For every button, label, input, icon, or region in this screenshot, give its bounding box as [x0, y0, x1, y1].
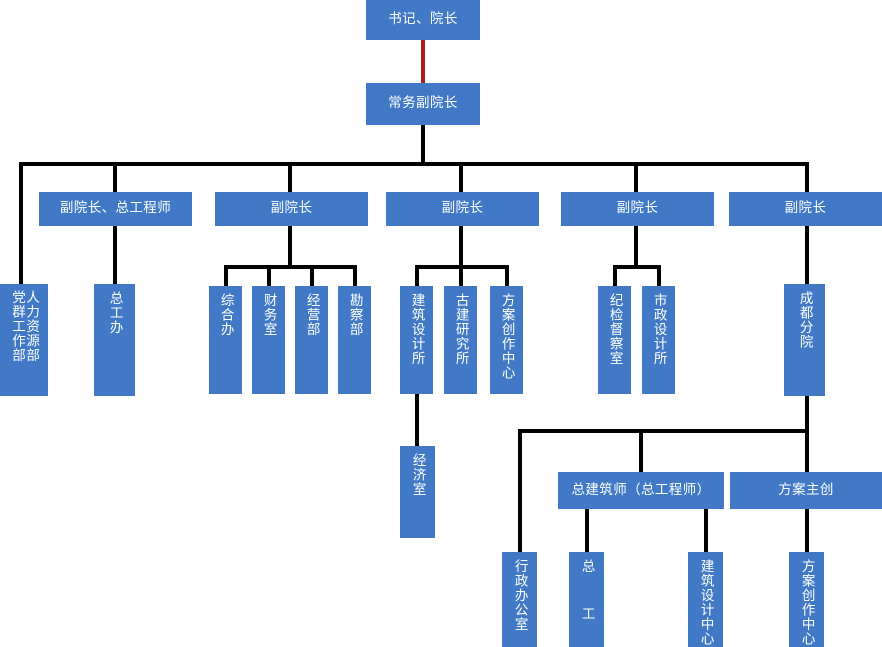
node-architecture-design-center[interactable]: 建筑设计中心 — [688, 552, 723, 647]
node-label: 副院长 — [784, 200, 827, 217]
node-discipline-inspection-office[interactable]: 纪检督察室 — [598, 286, 631, 394]
node-label: 财务室 — [260, 293, 277, 337]
node-label: 行政办公室 — [511, 559, 528, 632]
node-label: 方案创作中心 — [798, 559, 815, 646]
node-economy-office[interactable]: 经济室 — [400, 446, 435, 538]
connector-bus-to-municipalinst — [657, 265, 661, 287]
connector-dean-to-exec — [421, 39, 425, 84]
node-label: 总工办 — [106, 291, 123, 335]
node-scheme-lead[interactable]: 方案主创 — [730, 472, 882, 509]
node-vice-dean-5[interactable]: 副院长 — [729, 192, 882, 226]
node-label: 副院长、总工程师 — [59, 200, 172, 217]
connector-bus-to-surveydept — [353, 265, 357, 287]
connector-bottom-bus — [518, 429, 809, 433]
node-label: 古建研究所 — [452, 293, 469, 366]
node-finance-office[interactable]: 财务室 — [252, 286, 285, 394]
connector-schemelead-to-schemecreationcenter — [805, 509, 809, 554]
node-scheme-creation-center-top[interactable]: 方案创作中心 — [490, 286, 523, 394]
node-business-department[interactable]: 经营部 — [295, 286, 328, 394]
node-label: 建筑设计所 — [408, 293, 425, 366]
node-label: 经营部 — [303, 293, 320, 337]
node-label: 综合办 — [217, 293, 234, 337]
connector-chiefarchitect-to-archdesigncenter — [704, 509, 708, 554]
connector-vicedean2-bus — [224, 265, 357, 269]
node-label: 成都分院 — [796, 291, 813, 349]
connector-bus-to-vicedean3 — [459, 162, 463, 193]
node-scheme-creation-center-branch[interactable]: 方案创作中心 — [789, 552, 824, 647]
connector-vicedean5-to-chengdu — [805, 225, 809, 285]
node-hr-and-party-affairs[interactable]: 人力资源部 党群工作部 — [0, 284, 48, 396]
connector-exec-down — [421, 124, 425, 164]
node-label: 总 工 办 — [578, 559, 595, 647]
node-architecture-design-institute[interactable]: 建筑设计所 — [400, 286, 433, 394]
node-general-office[interactable]: 综合办 — [209, 286, 242, 394]
connector-bus-to-archdesigninst — [415, 265, 419, 287]
node-label: 常务副院长 — [388, 95, 458, 112]
connector-vicedean2-down — [288, 225, 292, 267]
connector-bus-to-generaloffice — [224, 265, 228, 287]
node-exec-vice-dean[interactable]: 常务副院长 — [366, 83, 480, 125]
connector-bus-to-vicedean2 — [288, 162, 292, 193]
node-label: 副院长 — [441, 200, 484, 217]
node-label: 副院长 — [616, 200, 659, 217]
node-label: 副院长 — [270, 200, 313, 217]
connector-vicedean4-down — [634, 225, 638, 267]
node-chief-engineer-office[interactable]: 总工办 — [94, 284, 135, 396]
node-label: 方案创作中心 — [498, 293, 515, 380]
connector-vicedean3-down — [459, 225, 463, 267]
node-label: 纪检督察室 — [606, 293, 623, 366]
connector-bus-to-chiefarchitect — [639, 429, 643, 474]
connector-archdesigninst-to-economy — [415, 394, 419, 448]
connector-chengdu-down — [805, 394, 809, 474]
node-chief-engineer-office-branch[interactable]: 总 工 办 — [569, 552, 604, 647]
node-label: 经济室 — [409, 453, 426, 497]
connector-level3-bus — [19, 162, 808, 166]
connector-bus-to-vicedean5 — [805, 162, 809, 193]
node-survey-department[interactable]: 勘察部 — [338, 286, 371, 394]
connector-bus-to-schemecenter — [505, 265, 509, 287]
node-label: 市政设计所 — [650, 293, 667, 366]
connector-bus-to-adminoffice — [518, 429, 522, 554]
node-vice-dean-2[interactable]: 副院长 — [215, 192, 368, 226]
connector-bus-to-hr — [19, 162, 23, 285]
connector-vicedean1-to-chiefengoffice — [113, 225, 117, 285]
connector-bus-to-vicedean4 — [634, 162, 638, 193]
node-label: 建筑设计中心 — [697, 559, 714, 646]
connector-bus-to-vicedean1 — [113, 162, 117, 193]
node-chief-architect[interactable]: 总建筑师（总工程师） — [558, 472, 724, 509]
node-administrative-office[interactable]: 行政办公室 — [502, 552, 537, 647]
connector-bus-to-businessdept — [310, 265, 314, 287]
node-chengdu-branch[interactable]: 成都分院 — [784, 284, 825, 396]
connector-chiefarchitect-to-chiefengoffice2 — [585, 509, 589, 554]
connector-bus-to-financeoffice — [267, 265, 271, 287]
connector-bus-to-disciplineoffice — [613, 265, 617, 287]
node-ancient-architecture-institute[interactable]: 古建研究所 — [444, 286, 477, 394]
node-vice-dean-4[interactable]: 副院长 — [561, 192, 714, 226]
node-vice-dean-chief-engineer[interactable]: 副院长、总工程师 — [39, 192, 192, 226]
node-label: 勘察部 — [346, 293, 363, 337]
connector-vicedean4-bus — [613, 265, 661, 269]
node-label: 方案主创 — [778, 481, 834, 498]
node-label: 总建筑师（总工程师） — [571, 481, 711, 498]
node-secretary-dean[interactable]: 书记、院长 — [366, 0, 480, 40]
node-label: 书记、院长 — [388, 11, 458, 28]
node-municipal-design-institute[interactable]: 市政设计所 — [642, 286, 675, 394]
connector-bus-to-ancientarchinst — [459, 265, 463, 287]
node-label: 人力资源部 党群工作部 — [9, 290, 40, 363]
node-vice-dean-3[interactable]: 副院长 — [386, 192, 539, 226]
